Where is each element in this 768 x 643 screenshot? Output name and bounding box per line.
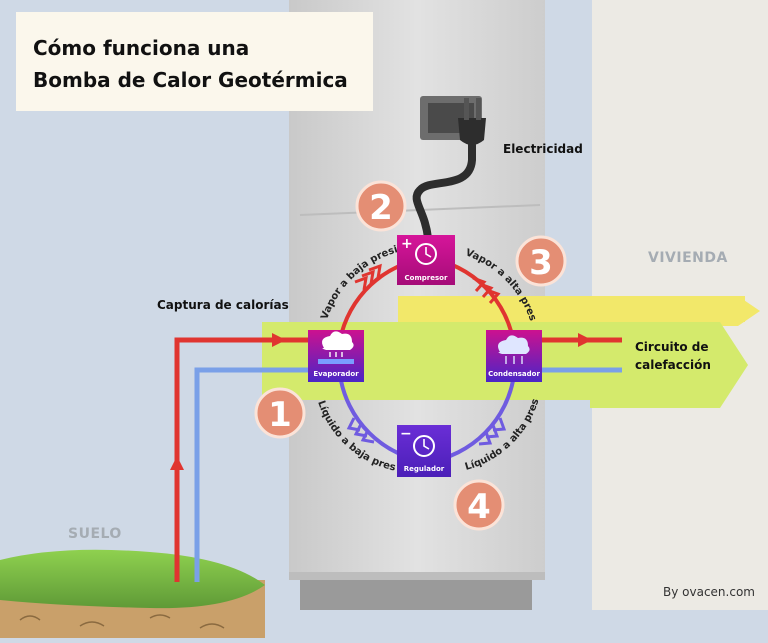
credit-label: By ovacen.com bbox=[663, 585, 755, 599]
cold-return-pipe bbox=[194, 367, 310, 582]
vapor-low-arrow-icon bbox=[354, 263, 382, 291]
condenser-cloud-icon bbox=[498, 335, 530, 354]
regulator-clock-icon bbox=[413, 435, 435, 457]
vapor-high-arrow-icon bbox=[472, 276, 501, 304]
pipe-right-arrow-icon bbox=[272, 333, 286, 347]
pipe-up-arrow-icon bbox=[170, 456, 184, 470]
power-plug bbox=[412, 98, 486, 242]
evaporator-box: Evaporador bbox=[308, 330, 364, 382]
clock-icon bbox=[415, 243, 437, 265]
liquid-low-arrow-icon bbox=[346, 417, 375, 444]
compressor-label: Compresor bbox=[405, 274, 448, 282]
ground bbox=[0, 549, 265, 638]
power-cable bbox=[412, 141, 476, 242]
heating-circuit-line-1: Circuito de bbox=[635, 340, 709, 354]
suelo-label: SUELO bbox=[68, 526, 122, 542]
svg-text:1: 1 bbox=[268, 395, 292, 435]
liquid-high-arrow-icon bbox=[478, 417, 507, 446]
regulator-box: − Regulador bbox=[397, 425, 451, 477]
title-line-2: Bomba de Calor Geotérmica bbox=[33, 68, 348, 92]
svg-text:3: 3 bbox=[529, 243, 553, 283]
heating-circuit-line-2: calefacción bbox=[635, 358, 711, 372]
step-badge-4: 4 bbox=[453, 479, 505, 531]
evaporator-label: Evaporador bbox=[313, 370, 359, 378]
vivienda-label: VIVIENDA bbox=[648, 250, 728, 266]
ground-pipes bbox=[170, 333, 310, 582]
condenser-label: Condensador bbox=[488, 370, 540, 378]
capture-label: Captura de calorías bbox=[157, 298, 289, 312]
heating-circuit-label: Circuito de calefacción bbox=[635, 338, 711, 374]
step-badge-1: 1 bbox=[254, 387, 306, 439]
hot-supply-pipe bbox=[174, 337, 310, 582]
title-card: Cómo funciona una Bomba de Calor Geotérm… bbox=[16, 12, 373, 111]
electricity-label: Electricidad bbox=[503, 142, 583, 156]
cloud-icon bbox=[322, 331, 354, 350]
regulator-label: Regulador bbox=[404, 465, 445, 473]
heating-circuit-pipes bbox=[540, 333, 622, 373]
step-badge-2: 2 bbox=[355, 180, 407, 232]
svg-text:2: 2 bbox=[369, 188, 393, 228]
circuit-right-arrow-icon bbox=[578, 333, 592, 347]
plug-icon bbox=[458, 118, 486, 145]
condenser-box: Condensador bbox=[486, 330, 542, 382]
compressor-box: + Compresor bbox=[397, 235, 455, 285]
regulator-minus-sign: − bbox=[400, 426, 412, 442]
step-badge-3: 3 bbox=[515, 235, 567, 287]
compressor-plus-sign: + bbox=[401, 236, 413, 252]
svg-text:4: 4 bbox=[467, 487, 491, 527]
title-line-1: Cómo funciona una bbox=[33, 36, 250, 60]
